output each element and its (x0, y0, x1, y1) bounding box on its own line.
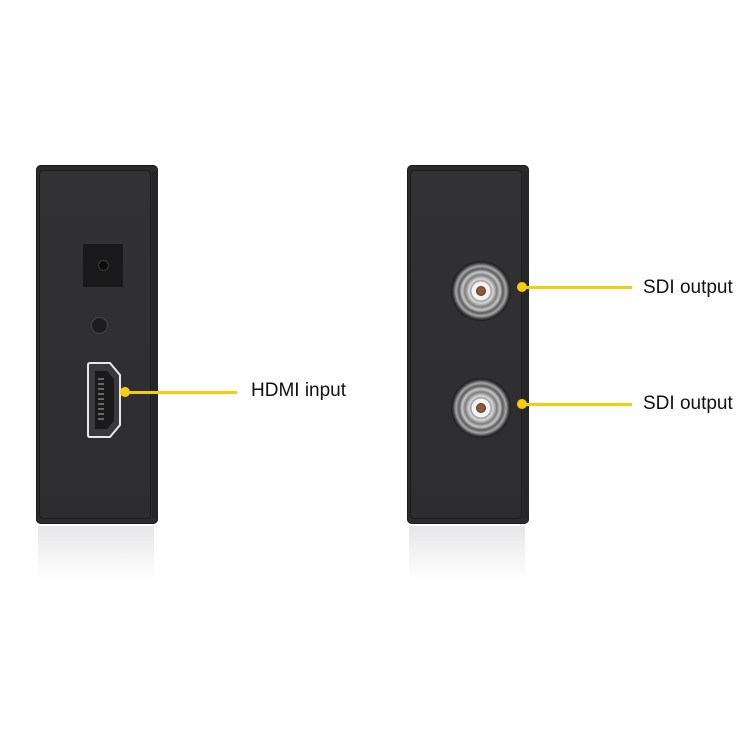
bnc-pin (477, 404, 485, 412)
status-led-icon (92, 318, 107, 333)
reflection (409, 526, 525, 581)
label-hdmi-input: HDMI input (251, 380, 347, 401)
panel-edge (523, 171, 529, 518)
callout-line-sdi-2 (522, 403, 632, 406)
label-sdi-output-1: SDI output (643, 277, 733, 298)
bnc-connector-icon (451, 261, 511, 321)
converter-output-panel (407, 165, 529, 524)
bnc-pin (477, 287, 485, 295)
panel-edge (152, 171, 158, 518)
panel-face (39, 170, 151, 519)
reflection (38, 526, 154, 581)
callout-line-sdi-1 (522, 286, 632, 289)
dc-power-jack-icon (83, 244, 123, 287)
converter-input-panel (36, 165, 158, 524)
bnc-connector-icon (451, 378, 511, 438)
panel-face (410, 170, 522, 519)
dc-pin (99, 261, 108, 270)
hdmi-port-icon (87, 362, 121, 438)
callout-line-hdmi (125, 391, 237, 394)
label-sdi-output-2: SDI output (643, 393, 733, 414)
